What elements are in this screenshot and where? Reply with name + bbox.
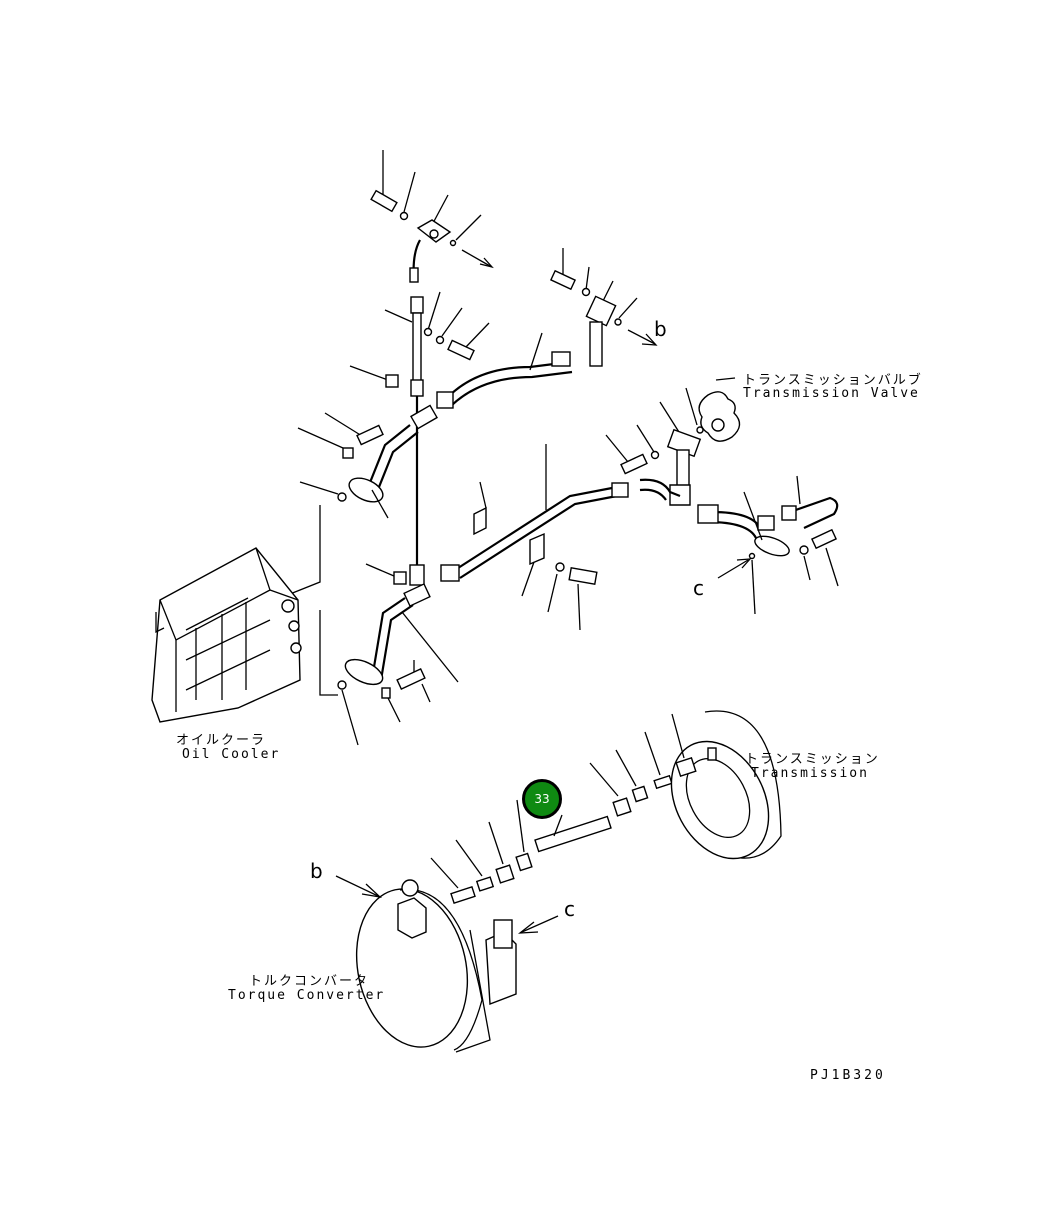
torque-converter-body	[355, 879, 517, 1053]
transmission-label-jp: トランスミッション	[745, 752, 880, 767]
ref-c-right: c	[693, 576, 704, 600]
reference-arrows	[335, 875, 559, 934]
ref-c-bottom: c	[564, 897, 575, 921]
torque-converter-label-en: Torque Converter	[228, 988, 386, 1003]
vertical-tube	[349, 291, 490, 586]
torque-converter-label-jp: トルクコンバータ	[249, 974, 370, 989]
transmission-valve-label-jp: トランスミッションバルブ	[743, 373, 923, 388]
oil-cooler-label-jp: オイルクーラ	[176, 733, 267, 748]
upper-oil-cooler-tube	[279, 404, 438, 599]
part-callout-33[interactable]: 33	[522, 779, 562, 819]
oil-cooler-label-en: Oil Cooler	[182, 747, 281, 762]
right-hose-flange	[697, 475, 839, 615]
transmission-valve-part	[605, 377, 741, 506]
transmission-body	[670, 710, 782, 860]
top-flange-assembly	[370, 150, 494, 283]
transmission-label-en: Transmission	[751, 766, 869, 781]
shaft-assembly	[430, 731, 673, 905]
long-middle-hose	[440, 444, 681, 582]
upper-hose	[436, 332, 573, 409]
drawing-code: PJ1B320	[810, 1068, 886, 1083]
lower-oil-cooler-tube	[319, 563, 459, 746]
oil-cooler-body	[151, 547, 302, 723]
transmission-valve-label-en: Transmission Valve	[743, 386, 920, 401]
ref-b-bottom: b	[310, 859, 323, 883]
top-right-flange	[549, 248, 658, 367]
ref-b-top: b	[654, 317, 667, 341]
hose-clamps	[473, 481, 598, 631]
